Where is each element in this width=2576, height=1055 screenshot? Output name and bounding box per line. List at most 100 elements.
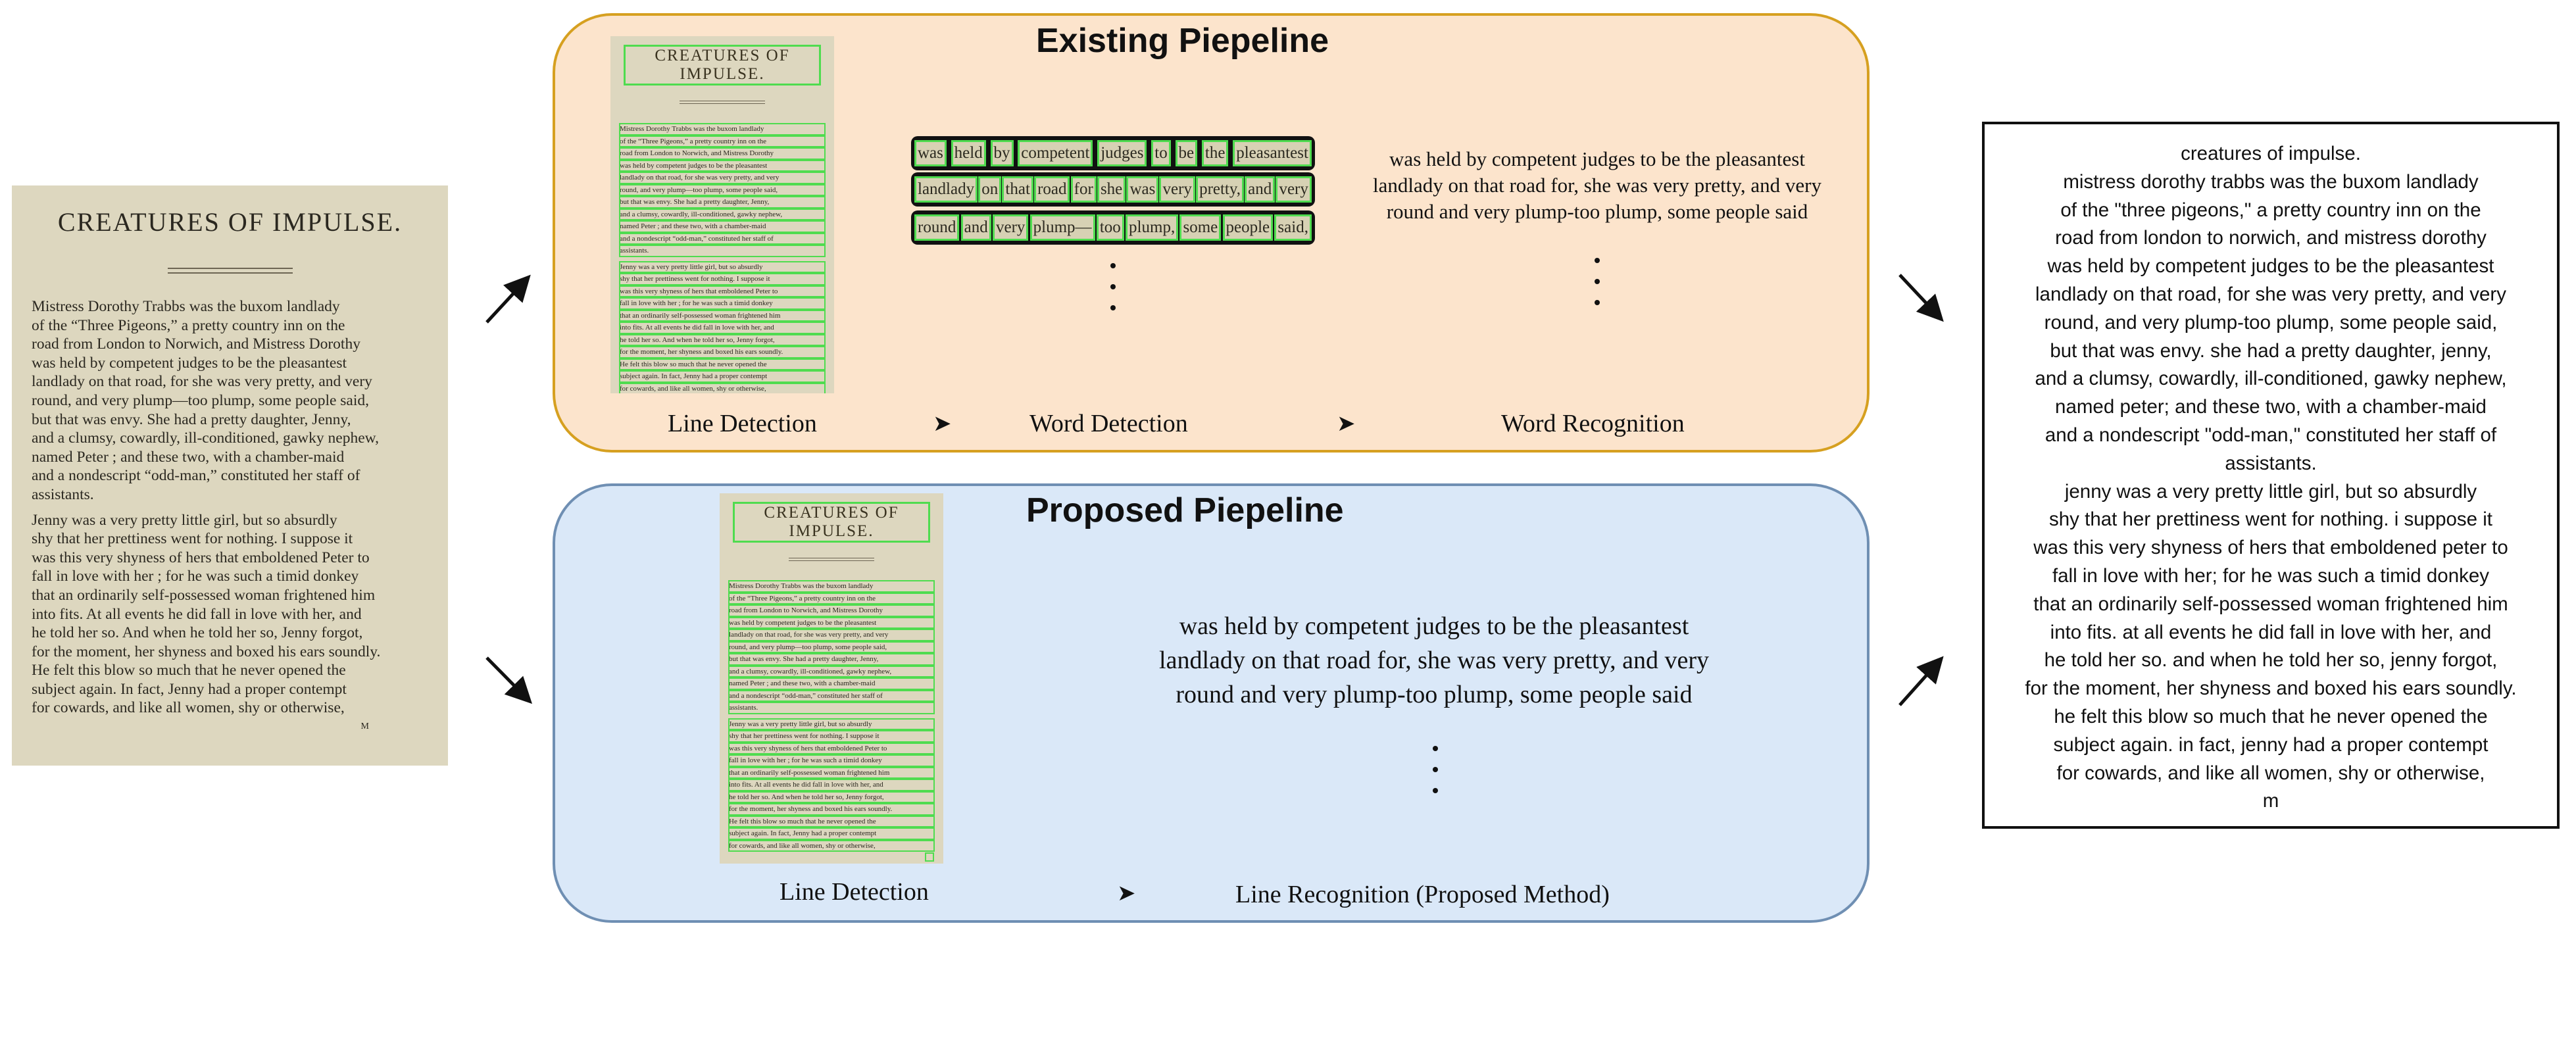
detected-word: plump, bbox=[1126, 214, 1179, 241]
output-text-line: road from london to norwich, and mistres… bbox=[2055, 227, 2487, 249]
word-detection-ellipsis bbox=[1110, 263, 1117, 326]
detected-word: very bbox=[1276, 176, 1312, 203]
detected-word: on bbox=[978, 176, 1002, 203]
page-text-line: of the “Three Pigeons,” a pretty country… bbox=[32, 316, 345, 334]
page-text-line: fall in love with her ; for he was such … bbox=[32, 568, 359, 585]
page-text-line: road from London to Norwich, and Mistres… bbox=[619, 147, 826, 160]
arrow-proposed-to-output bbox=[1898, 656, 1944, 706]
page-text-line: for cowards, and like all women, shy or … bbox=[728, 839, 935, 852]
detected-word: was bbox=[914, 140, 947, 166]
detected-word: plump— bbox=[1029, 214, 1095, 241]
detected-word: said, bbox=[1274, 214, 1312, 241]
page-text-line: landlady on that road, for she was very … bbox=[32, 373, 372, 391]
page-text-line: He felt this blow so much that he never … bbox=[728, 815, 935, 827]
page-text-line: named Peter ; and these two, with a cham… bbox=[32, 448, 345, 466]
detected-word: for bbox=[1070, 176, 1097, 203]
output-text-line: named peter; and these two, with a chamb… bbox=[2055, 396, 2487, 418]
detected-word: too bbox=[1096, 214, 1124, 241]
detected-word: held bbox=[951, 140, 986, 166]
page-text-line: for the moment, her shyness and boxed hi… bbox=[619, 346, 826, 358]
page-text-line: and a nondescript “odd-man,” constituted… bbox=[32, 467, 360, 485]
thumb-rule bbox=[789, 558, 874, 561]
word-recognition-ellipsis bbox=[1595, 258, 1601, 321]
detected-word: be bbox=[1175, 140, 1198, 166]
output-text-line: subject again. in fact, jenny had a prop… bbox=[2053, 733, 2489, 756]
output-text-line: he told her so. and when he told her so,… bbox=[2044, 649, 2498, 672]
existing-recognized-line-1: was held by competent judges to be the p… bbox=[1389, 147, 1805, 170]
page-text-line: Mistress Dorothy Trabbs was the buxom la… bbox=[619, 123, 826, 135]
output-text-line: was held by competent judges to be the p… bbox=[2047, 255, 2494, 278]
page-text-line: he told her so. And when he told her so,… bbox=[32, 624, 363, 642]
arrow-source-to-proposed bbox=[485, 656, 533, 704]
detected-word: road bbox=[1034, 176, 1070, 203]
page-text-line: that an ordinarily self-possessed woman … bbox=[32, 586, 376, 604]
page-text-line: and a nondescript “odd-man,” constituted… bbox=[619, 232, 826, 245]
detected-word: some bbox=[1179, 214, 1222, 241]
detected-word: and bbox=[960, 214, 991, 241]
page-text-line: landlady on that road, for she was very … bbox=[619, 172, 826, 184]
detected-word: competent bbox=[1018, 140, 1093, 166]
arrow-existing-to-output bbox=[1898, 274, 1944, 322]
output-text-line: shy that her prettiness went for nothing… bbox=[2049, 508, 2492, 531]
output-text-box: creatures of impulse.mistress dorothy tr… bbox=[1982, 122, 2560, 829]
output-text-line: fall in love with her; for he was such a… bbox=[2052, 564, 2490, 587]
arrow-source-to-existing bbox=[485, 274, 531, 324]
page-text-line: was this very shyness of hers that embol… bbox=[619, 285, 826, 297]
source-page-title: CREATURES OF IMPULSE. bbox=[57, 207, 403, 237]
page-text-line: for the moment, her shyness and boxed hi… bbox=[32, 643, 381, 660]
page-text-line: He felt this blow so much that he never … bbox=[32, 662, 346, 679]
page-text-line: landlady on that road, for she was very … bbox=[728, 629, 935, 641]
detected-word: very bbox=[992, 214, 1029, 241]
page-text-line: Jenny was a very pretty little girl, but… bbox=[32, 511, 337, 529]
page-text-line: he told her so. And when he told her so,… bbox=[619, 333, 826, 346]
detected-word: pretty, bbox=[1196, 176, 1245, 203]
proposed-recognized-text: was held by competent judges to be the p… bbox=[1079, 609, 1789, 712]
page-text-line: and a clumsy, cowardly, ill-conditioned,… bbox=[32, 429, 379, 447]
page-text-line: was this very shyness of hers that embol… bbox=[32, 549, 370, 566]
existing-stage-word-detection: Word Detection bbox=[1029, 410, 1188, 437]
detected-word: and bbox=[1245, 176, 1276, 203]
output-text-line: he felt this blow so much that he never … bbox=[2054, 705, 2488, 727]
page-text-line: Jenny was a very pretty little girl, but… bbox=[728, 718, 935, 730]
page-text-line: that an ordinarily self-possessed woman … bbox=[728, 766, 935, 779]
detected-word: by bbox=[990, 140, 1014, 166]
output-text-line: assistants. bbox=[2225, 452, 2317, 474]
page-text-line: shy that her prettiness went for nothing… bbox=[32, 530, 353, 548]
page-text-line: into fits. At all events he did fall in … bbox=[728, 779, 935, 791]
page-text-line: into fits. At all events he did fall in … bbox=[619, 322, 826, 334]
page-text-line: but that was envy. She had a pretty daug… bbox=[32, 410, 351, 428]
output-text-line: that an ordinarily self-possessed woman … bbox=[2033, 593, 2508, 615]
existing-recognized-line-3: round and very plump-too plump, some peo… bbox=[1386, 200, 1808, 223]
page-text-line: into fits. At all events he did fall in … bbox=[32, 605, 362, 623]
proposed-stage-line-recognition: Line Recognition (Proposed Method) bbox=[1235, 881, 1610, 908]
paragraph-gap bbox=[32, 504, 428, 511]
page-text-line: named Peter ; and these two, with a cham… bbox=[728, 677, 935, 690]
detected-word: very bbox=[1159, 176, 1195, 203]
detected-word: landlady bbox=[914, 176, 978, 203]
page-text-line: Mistress Dorothy Trabbs was the buxom la… bbox=[728, 580, 935, 593]
thumb-end-box bbox=[925, 852, 934, 862]
page-text-line: fall in love with her ; for he was such … bbox=[728, 754, 935, 767]
page-text-line: was held by competent judges to be the p… bbox=[619, 159, 826, 172]
thumb-detected-lines: Mistress Dorothy Trabbs was the buxom la… bbox=[619, 123, 826, 393]
page-text-line: and a clumsy, cowardly, ill-conditioned,… bbox=[619, 208, 826, 220]
thumb-detected-lines: Mistress Dorothy Trabbs was the buxom la… bbox=[728, 580, 935, 852]
page-text-line: Mistress Dorothy Trabbs was the buxom la… bbox=[32, 298, 340, 315]
page-text-line: was held by competent judges to be the p… bbox=[32, 354, 347, 372]
page-text-line: round, and very plump—too plump, some pe… bbox=[32, 391, 370, 409]
output-text-line: creatures of impulse. bbox=[2181, 143, 2361, 164]
page-text-line: shy that her prettiness went for nothing… bbox=[619, 273, 826, 285]
output-text-line: round, and very plump-too plump, some pe… bbox=[2044, 311, 2498, 333]
page-text-line: for the moment, her shyness and boxed hi… bbox=[728, 803, 935, 816]
page-text-line: that an ordinarily self-possessed woman … bbox=[619, 309, 826, 322]
stage-arrow-icon: ➤ bbox=[933, 412, 952, 436]
line-recognition-ellipsis bbox=[1433, 746, 1439, 809]
output-text-line: into fits. at all events he did fall in … bbox=[2050, 621, 2492, 643]
proposed-recognized-line-2: landlady on that road for, she was very … bbox=[1159, 647, 1709, 674]
detected-word: the bbox=[1201, 140, 1229, 166]
source-page-mark: M bbox=[360, 722, 369, 732]
page-text-line: round, and very plump—too plump, some pe… bbox=[619, 184, 826, 196]
